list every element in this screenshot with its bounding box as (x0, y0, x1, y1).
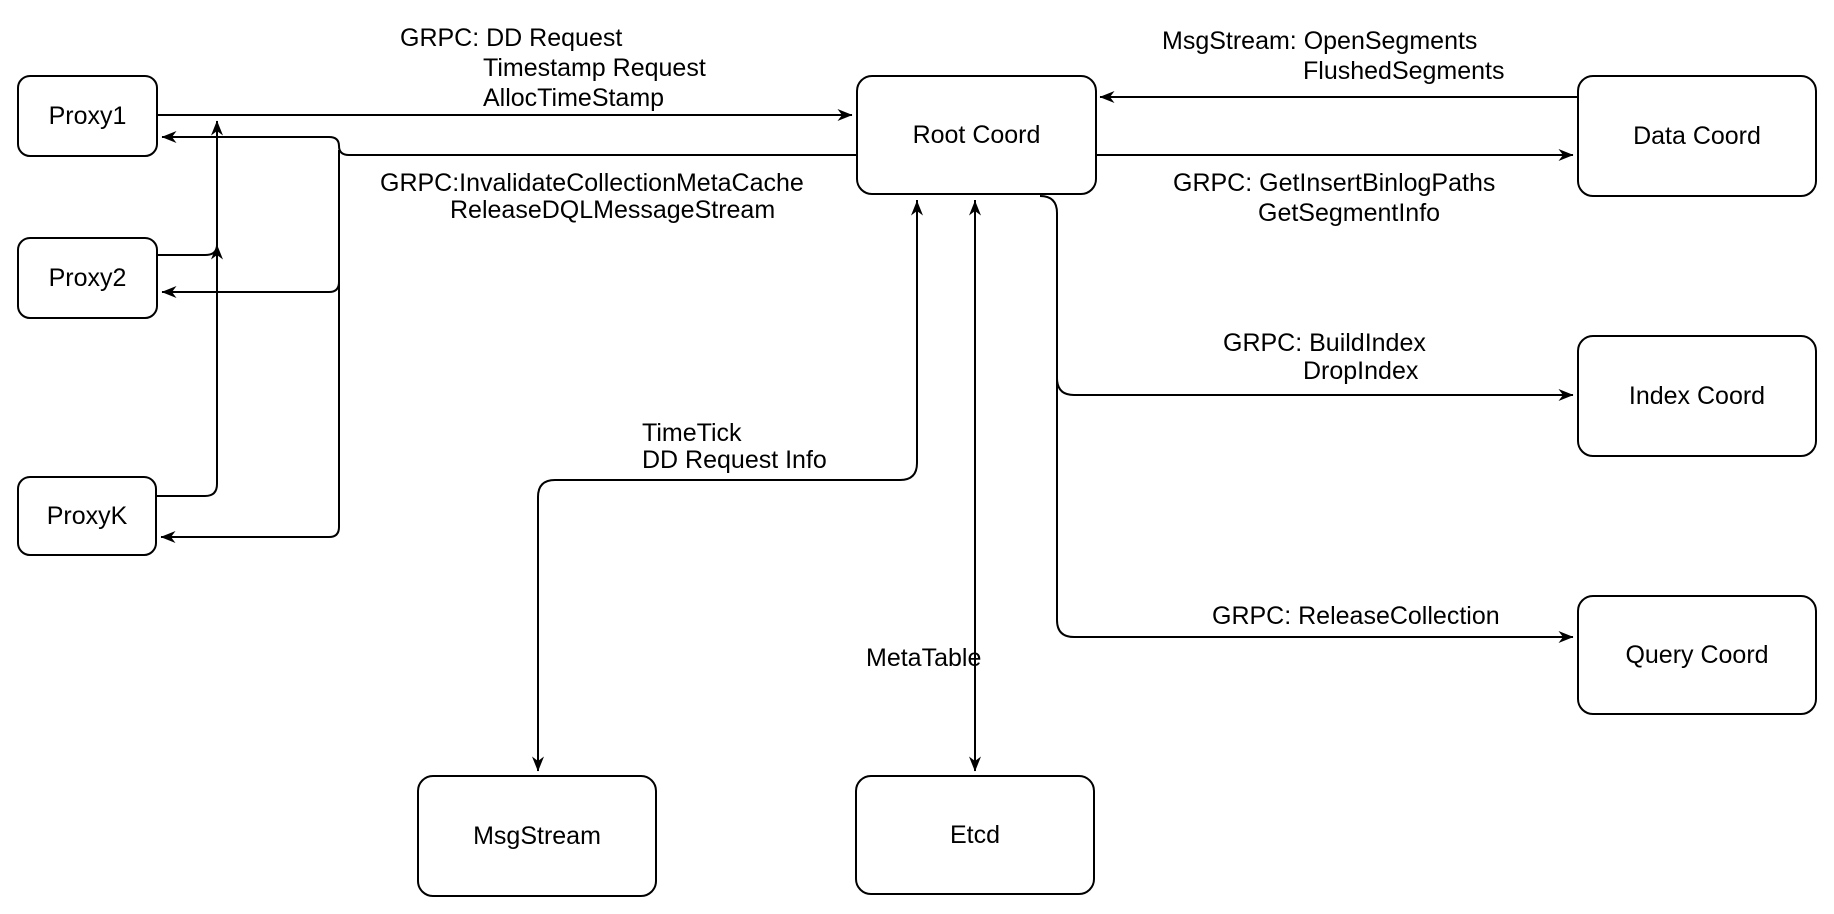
node-proxy1-label: Proxy1 (48, 101, 127, 130)
edge-proxy2-merge (158, 244, 223, 260)
edge-label-root-to-msgstream-line1: TimeTick (642, 419, 742, 447)
edge-label-proxy-to-root-line1: GRPC: DD Request (400, 24, 623, 52)
node-data-coord: Data Coord (1577, 75, 1817, 197)
node-etcd: Etcd (855, 775, 1095, 895)
edge-label-proxy-to-root-line2: Timestamp Request (483, 54, 706, 82)
edge-root-to-proxyk (160, 150, 340, 543)
node-query-coord-label: Query Coord (1625, 640, 1769, 669)
node-root-coord-label: Root Coord (912, 120, 1041, 149)
edge-label-data-to-root-line2: FlushedSegments (1303, 57, 1505, 85)
edge-label-root-to-data-line2: GetSegmentInfo (1258, 199, 1441, 227)
edge-label-root-to-proxy-line2: ReleaseDQLMessageStream (450, 196, 776, 224)
edge-root-to-query (1039, 195, 1574, 643)
node-data-coord-label: Data Coord (1633, 121, 1761, 150)
edge-label-root-to-msgstream-line2: DD Request Info (642, 446, 827, 474)
node-msgstream: MsgStream (417, 775, 657, 897)
node-proxy1: Proxy1 (17, 75, 158, 157)
edge-label-root-to-index-line2: DropIndex (1303, 357, 1419, 385)
edge-root-to-proxy1 (161, 131, 856, 156)
edge-proxyk-merge-up (157, 120, 223, 497)
node-query-coord: Query Coord (1577, 595, 1817, 715)
edge-label-root-to-query-line1: GRPC: ReleaseCollection (1212, 602, 1500, 630)
node-proxyk: ProxyK (17, 476, 157, 556)
edge-label-root-to-etcd-line1: MetaTable (866, 644, 982, 672)
node-index-coord: Index Coord (1577, 335, 1817, 457)
edge-root-to-msgstream (532, 200, 918, 772)
edge-root-to-index (1056, 377, 1574, 401)
node-proxy2: Proxy2 (17, 237, 158, 319)
node-proxyk-label: ProxyK (46, 501, 128, 530)
edge-label-data-to-root-line1: MsgStream: OpenSegments (1162, 27, 1478, 55)
edge-label-root-to-index-line1: GRPC: BuildIndex (1223, 329, 1426, 357)
node-etcd-label: Etcd (949, 820, 1001, 849)
node-root-coord: Root Coord (856, 75, 1097, 195)
node-index-coord-label: Index Coord (1628, 381, 1766, 410)
edge-label-root-to-data-line1: GRPC: GetInsertBinlogPaths (1173, 169, 1496, 197)
node-msgstream-label: MsgStream (473, 821, 601, 850)
edge-label-root-to-proxy-line1: GRPC:InvalidateCollectionMetaCache (380, 169, 804, 197)
edge-label-proxy-to-root-line3: AllocTimeStamp (483, 84, 665, 112)
node-proxy2-label: Proxy2 (48, 263, 127, 292)
edge-root-to-proxy2 (161, 281, 340, 298)
